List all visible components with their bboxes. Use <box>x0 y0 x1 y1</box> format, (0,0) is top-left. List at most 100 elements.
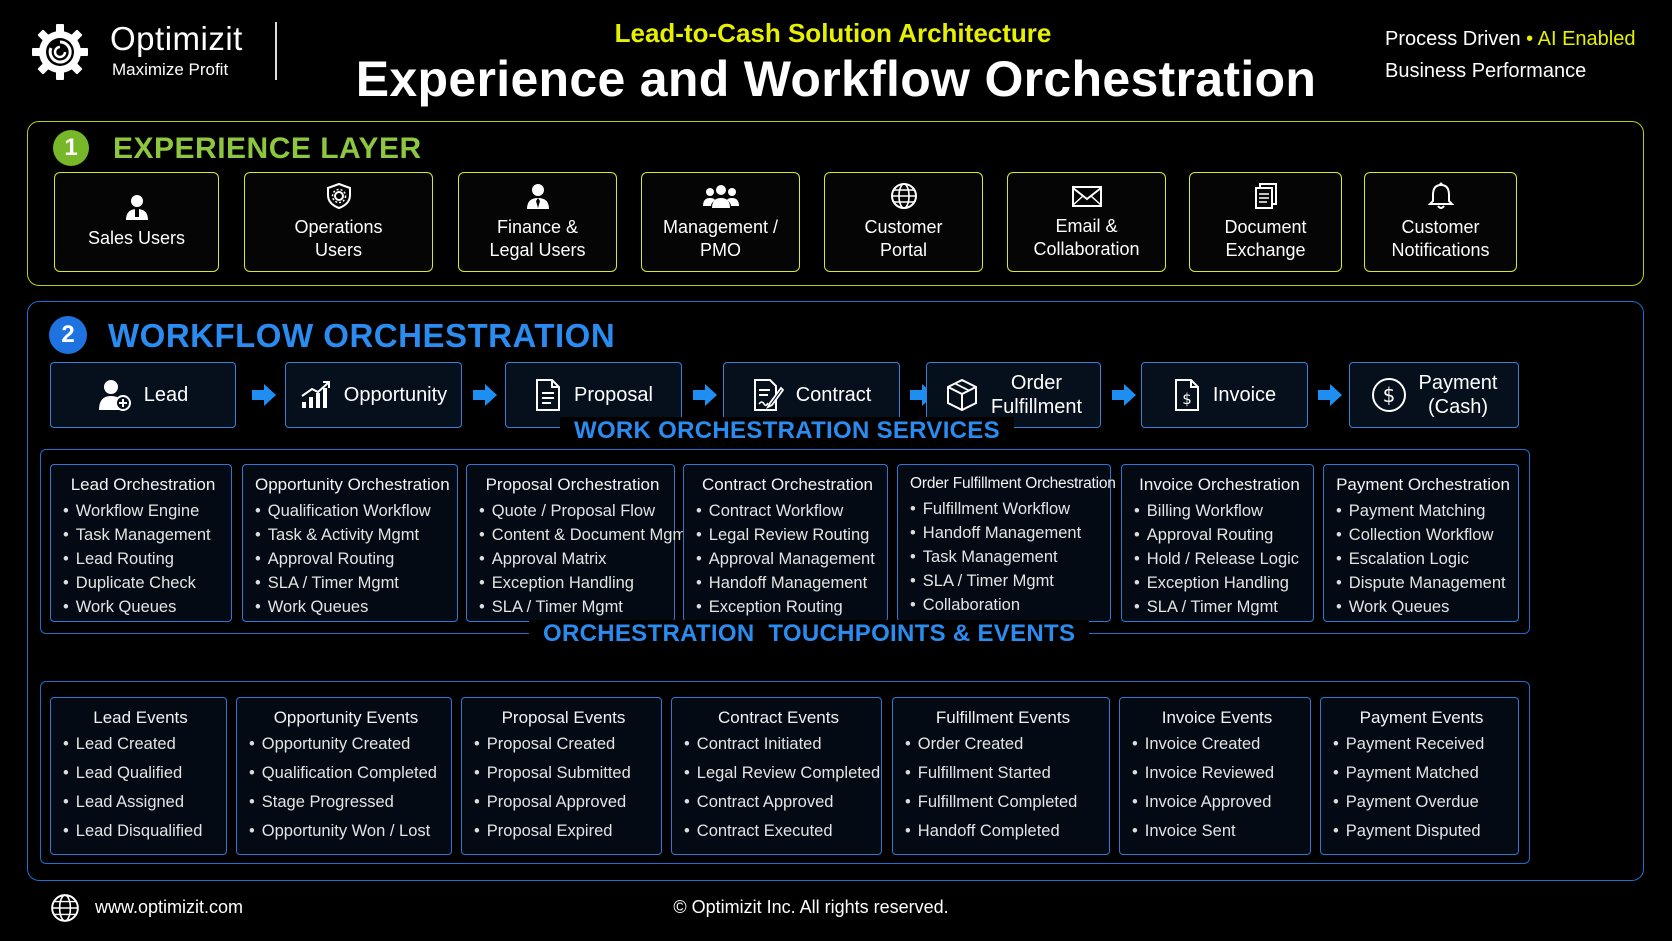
stage-payment-cash[interactable]: $ Payment(Cash) <box>1349 362 1519 428</box>
box-icon <box>946 378 977 412</box>
card-title: Payment Orchestration <box>1336 475 1510 494</box>
card-label-line2: Collaboration <box>1033 239 1140 259</box>
experience-card-customer-notifications[interactable]: Customer Notifications <box>1364 172 1517 272</box>
group-icon <box>702 184 739 208</box>
header-tagline-2: Business Performance <box>1385 60 1587 82</box>
section-number-badge: 2 <box>49 316 87 354</box>
service-card-proposal-orchestration[interactable]: Proposal Orchestration Quote / Proposal … <box>466 464 691 622</box>
list-item: SLA / Timer Mgmt <box>910 569 1102 593</box>
stage-label: Invoice <box>1212 384 1277 406</box>
website-link[interactable]: www.optimizit.com <box>95 897 244 917</box>
events-section-title: ORCHESTRATION TOUCHPOINTS & EVENTS <box>529 620 1090 648</box>
list-item: Work Queues <box>1336 595 1510 619</box>
card-label-line1: Document <box>1224 216 1307 237</box>
event-card-contract[interactable]: Contract Events Contract InitiatedLegal … <box>671 697 882 855</box>
service-card-payment-orchestration[interactable]: Payment Orchestration Payment MatchingCo… <box>1323 464 1519 622</box>
list-item: Collaboration <box>910 593 1102 617</box>
card-label-line1: Finance & <box>496 216 579 237</box>
list-item: Opportunity Created <box>249 730 443 759</box>
dollar-circle-icon: $ <box>1371 378 1406 412</box>
list-item: Dispute Management <box>1336 571 1510 595</box>
card-title: Lead Events <box>93 708 188 727</box>
experience-card-document-exchange[interactable]: Document Exchange <box>1189 172 1342 272</box>
list-item: Invoice Approved <box>1132 788 1302 817</box>
list-item: Approval Management <box>696 547 879 571</box>
event-card-payment[interactable]: Payment Events Payment ReceivedPayment M… <box>1320 697 1519 855</box>
service-card-lead-orchestration[interactable]: Lead Orchestration Workflow EngineTask M… <box>50 464 232 622</box>
service-card-order-fulfillment-orchestration[interactable]: Order Fulfillment Orchestration Fulfillm… <box>897 464 1116 622</box>
stage-label: Opportunity <box>343 384 448 406</box>
header: Optimizit Maximize Profit Lead-to-Cash S… <box>0 0 1672 115</box>
list-item: Collection Workflow <box>1336 523 1510 547</box>
list-item: Hold / Release Logic <box>1134 547 1305 571</box>
list-item: Proposal Approved <box>474 788 653 817</box>
experience-card-management-pmo[interactable]: Management / PMO <box>641 172 800 272</box>
experience-card-operations-users[interactable]: Operations Users <box>244 172 433 272</box>
list-item: Handoff Management <box>696 571 879 595</box>
list-item: Exception Handling <box>1134 571 1305 595</box>
service-card-invoice-orchestration[interactable]: Invoice Orchestration Billing WorkflowAp… <box>1121 464 1314 622</box>
card-label-line2: Users <box>314 240 362 260</box>
flow-arrow-icon <box>473 384 497 406</box>
card-title: Payment Events <box>1359 708 1484 727</box>
list-item: Quote / Proposal Flow <box>479 499 666 523</box>
stage-invoice[interactable]: $ Invoice <box>1141 362 1308 428</box>
card-label-line1: Email & <box>1055 215 1118 236</box>
card-title: Order Fulfillment Orchestration <box>910 475 1116 492</box>
event-card-fulfillment[interactable]: Fulfillment Events Order CreatedFulfillm… <box>892 697 1110 855</box>
service-card-contract-orchestration[interactable]: Contract Orchestration Contract Workflow… <box>683 464 888 622</box>
stage-opportunity[interactable]: Opportunity <box>285 362 462 428</box>
event-card-lead[interactable]: Lead Events Lead CreatedLead QualifiedLe… <box>50 697 227 855</box>
globe-icon <box>890 182 917 209</box>
user-icon <box>125 195 148 221</box>
experience-card-finance-legal-users[interactable]: Finance & Legal Users <box>458 172 617 272</box>
brand-tagline: Maximize Profit <box>112 60 229 79</box>
list-item: Lead Qualified <box>63 759 218 788</box>
card-title: Invoice Events <box>1161 708 1273 727</box>
event-card-proposal[interactable]: Proposal Events Proposal CreatedProposal… <box>461 697 662 855</box>
list-item: Order Created <box>905 730 1101 759</box>
shield-gear-icon <box>326 182 351 209</box>
list-item: Escalation Logic <box>1336 547 1510 571</box>
touchpoints-events-panel <box>40 681 1530 864</box>
service-card-opportunity-orchestration[interactable]: Opportunity Orchestration Qualification … <box>242 464 458 622</box>
chart-growth-icon <box>301 381 330 408</box>
page-subtitle: Lead-to-Cash Solution Architecture <box>614 18 1052 48</box>
document-icon <box>1254 182 1277 209</box>
stage-label: Payment(Cash) <box>1418 372 1498 418</box>
contract-sign-icon <box>753 379 784 411</box>
list-item: Payment Disputed <box>1333 817 1510 846</box>
card-label: Sales Users <box>87 228 186 249</box>
list-item: Billing Workflow <box>1134 499 1305 523</box>
list-item: Handoff Management <box>910 521 1102 545</box>
list-item: Workflow Engine <box>63 499 223 523</box>
flow-arrow-icon <box>1318 384 1342 406</box>
list-item: Proposal Created <box>474 730 653 759</box>
list-item: SLA / Timer Mgmt <box>255 571 449 595</box>
list-item: Payment Received <box>1333 730 1510 759</box>
section-title: EXPERIENCE LAYER <box>113 132 422 165</box>
list-item: Lead Disqualified <box>63 817 218 846</box>
page-title: Experience and Workflow Orchestration <box>355 51 1317 107</box>
event-card-invoice[interactable]: Invoice Events Invoice CreatedInvoice Re… <box>1119 697 1311 855</box>
event-card-opportunity[interactable]: Opportunity Events Opportunity CreatedQu… <box>236 697 452 855</box>
list-item: Contract Executed <box>684 817 873 846</box>
bell-icon <box>1427 182 1454 209</box>
list-item: Task Management <box>63 523 223 547</box>
section-number-badge: 1 <box>53 130 89 166</box>
card-label-line1: Customer <box>864 216 943 237</box>
invoice-icon: $ <box>1174 379 1199 411</box>
experience-card-customer-portal[interactable]: Customer Portal <box>824 172 983 272</box>
stage-label: Contract <box>795 384 872 406</box>
list-item: Payment Matching <box>1336 499 1510 523</box>
experience-card-sales-users[interactable]: Sales Users <box>54 172 219 272</box>
list-item: Content & Document Mgmt <box>479 523 691 547</box>
card-label-line2: Notifications <box>1391 240 1490 260</box>
list-item: Duplicate Check <box>63 571 223 595</box>
list-item: Fulfillment Workflow <box>910 497 1102 521</box>
experience-card-email-collaboration[interactable]: Email & Collaboration <box>1007 172 1166 272</box>
list-item: Lead Created <box>63 730 218 759</box>
copyright-notice: © Optimizit Inc. All rights reserved. <box>673 897 949 917</box>
globe-icon <box>51 894 79 922</box>
stage-lead[interactable]: Lead <box>50 362 236 428</box>
